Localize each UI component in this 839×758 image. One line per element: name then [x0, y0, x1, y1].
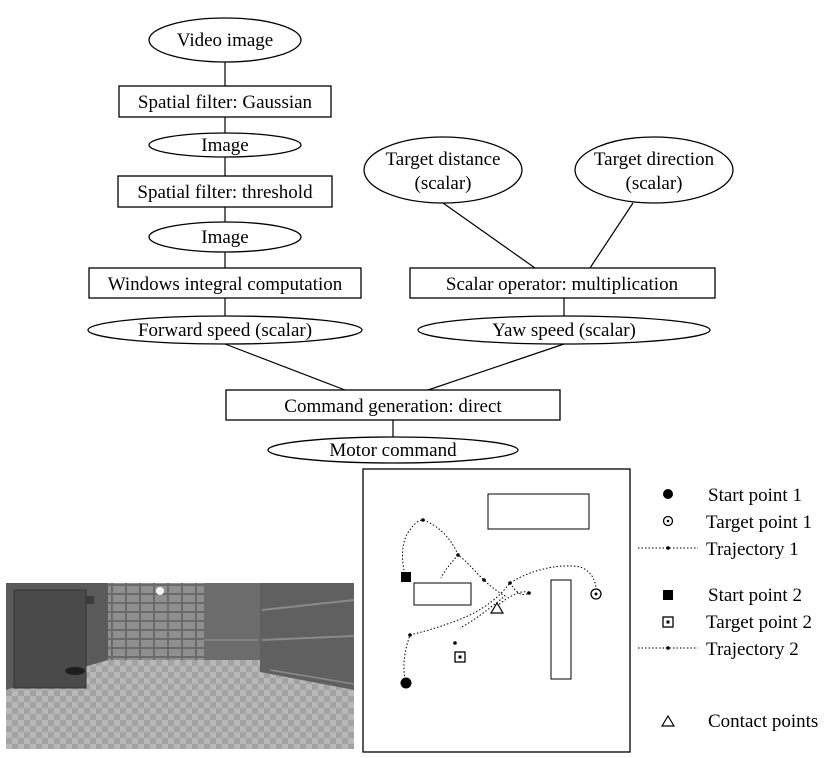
legend-trajectory-2-label: Trajectory 2 — [706, 639, 799, 660]
windows-integral-label: Windows integral computation — [108, 274, 343, 295]
node-yaw-speed: Yaw speed (scalar) — [417, 315, 711, 345]
yaw-speed-label: Yaw speed (scalar) — [492, 320, 636, 341]
trajectory-dot — [508, 581, 512, 585]
node-video-image: Video image — [148, 17, 302, 63]
gaussian-filter-label: Spatial filter: Gaussian — [138, 92, 313, 113]
trajectory-dot — [453, 641, 457, 645]
target-distance-label: Target distance — [386, 149, 501, 170]
contact-point-marker — [489, 601, 505, 614]
scene-light — [156, 587, 164, 595]
node-gaussian-filter: Spatial filter: Gaussian — [118, 85, 332, 118]
node-target-distance: Target distance (scalar) — [363, 136, 523, 204]
node-image-1: Image — [148, 132, 302, 158]
obstacle-right — [550, 579, 572, 680]
start-point-2-marker — [401, 572, 411, 582]
node-command-generation: Command generation: direct — [225, 389, 561, 421]
scene-right-crate — [260, 583, 354, 690]
legend-target-point-1-label: Target point 1 — [706, 512, 812, 533]
trajectory-dot — [421, 518, 425, 522]
legend-target-point-2-label: Target point 2 — [706, 612, 812, 633]
node-target-direction: Target direction (scalar) — [574, 136, 734, 204]
flowchart-edges — [224, 62, 634, 437]
edge-yaw-command — [427, 343, 565, 391]
legend-contact-points-label: Contact points — [708, 711, 818, 732]
node-windows-integral: Windows integral computation — [88, 267, 362, 299]
obstacle-top — [487, 493, 590, 530]
scalar-operator-label: Scalar operator: multiplication — [446, 274, 679, 295]
node-scalar-operator: Scalar operator: multiplication — [409, 267, 716, 299]
edge-forward-command — [224, 343, 346, 391]
legend-trajectory-1-label: Trajectory 1 — [706, 539, 799, 560]
trajectory-dot — [456, 553, 460, 557]
command-generation-label: Command generation: direct — [284, 396, 502, 417]
legend-start-point-1-label: Start point 1 — [708, 485, 802, 506]
edge-direction-scalarop — [589, 202, 634, 269]
scene-right-wall — [204, 583, 260, 660]
trajectory-dot — [527, 591, 531, 595]
image-1-label: Image — [201, 135, 248, 156]
legend-contact-points-icon — [660, 714, 676, 727]
target-direction-unit: (scalar) — [626, 173, 683, 194]
threshold-filter-label: Spatial filter: threshold — [137, 182, 313, 203]
node-threshold-filter: Spatial filter: threshold — [117, 175, 333, 208]
legend-start-point-2-label: Start point 2 — [708, 585, 802, 606]
node-forward-speed: Forward speed (scalar) — [87, 315, 363, 345]
target-distance-unit: (scalar) — [415, 173, 472, 194]
obstacle-left — [413, 582, 472, 606]
trajectory-map — [362, 468, 631, 753]
video-image-label: Video image — [177, 30, 273, 51]
node-motor-command: Motor command — [267, 436, 519, 464]
trajectory-1-path — [403, 565, 597, 684]
image-2-label: Image — [201, 227, 248, 248]
motor-command-label: Motor command — [329, 440, 457, 461]
node-image-2: Image — [148, 221, 302, 253]
scene-floor — [6, 660, 354, 749]
legend-start-point-2-icon — [663, 590, 673, 600]
edge-distance-scalarop — [442, 202, 536, 269]
start-point-1-marker — [400, 677, 412, 689]
legend-start-point-1-icon — [663, 489, 673, 499]
trajectory-1-branch — [497, 582, 531, 606]
trajectory-dot — [408, 633, 412, 637]
scene-render-image — [6, 583, 355, 749]
target-direction-label: Target direction — [594, 149, 715, 170]
legend: Start point 1 Target point 1 Trajectory … — [638, 485, 818, 732]
forward-speed-label: Forward speed (scalar) — [138, 320, 312, 341]
trajectory-dot — [482, 578, 486, 582]
scene-brick-wall — [108, 583, 204, 660]
